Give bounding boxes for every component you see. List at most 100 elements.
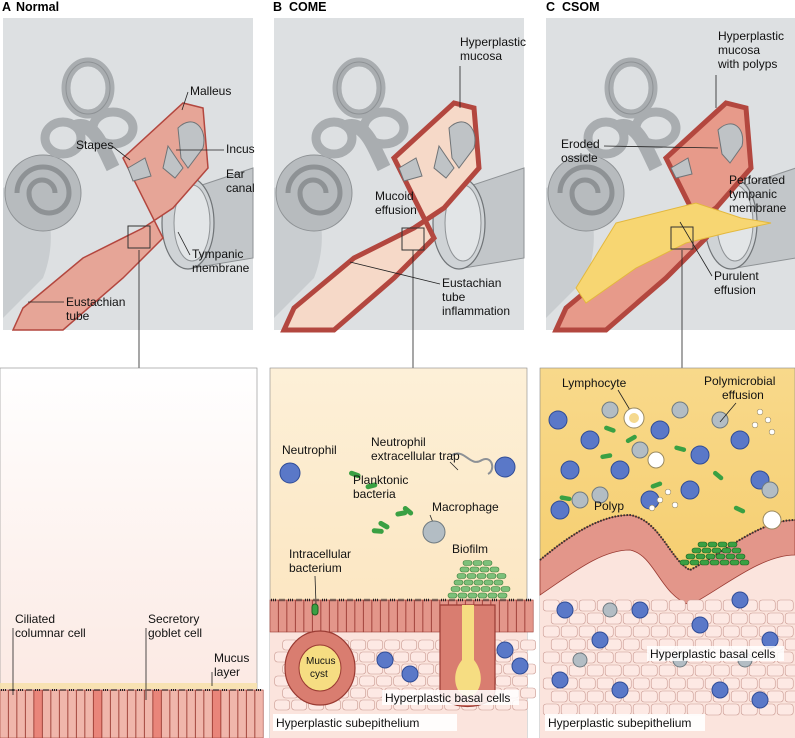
zoom-box — [127, 225, 151, 249]
immune-cell — [611, 681, 629, 699]
goblet-cell — [33, 689, 43, 738]
biofilm-bacterium — [482, 560, 493, 566]
immune-cell — [551, 671, 569, 689]
planktonic-bacterium — [395, 510, 408, 517]
basal-cell — [359, 675, 375, 687]
basal-cell — [722, 703, 740, 716]
columnar-cell — [127, 689, 136, 738]
label-secretory-2: goblet cell — [148, 626, 202, 640]
biofilm-bacterium — [486, 573, 497, 579]
subepithelium-cells — [542, 591, 795, 716]
basal-cell — [650, 703, 668, 716]
biofilm-bacterium — [727, 541, 738, 548]
biofilm-bacterium — [705, 553, 716, 560]
columnar-cell — [388, 599, 398, 633]
macrophage-cell — [572, 652, 588, 668]
label-ciliated-2: columnar cell — [15, 626, 86, 640]
basal-cell — [784, 638, 795, 651]
panel-b-letter: B — [273, 0, 282, 14]
neutrophil-cell — [680, 480, 700, 500]
immune-cell — [401, 665, 419, 683]
microbes-b — [311, 470, 414, 616]
biofilm-bacterium — [500, 586, 511, 592]
columnar-cell — [195, 689, 204, 738]
columnar-cell — [169, 689, 179, 738]
basal-cell — [758, 677, 776, 690]
macrophage-cell — [631, 441, 649, 459]
goblet-cell — [152, 689, 162, 738]
stapes-bone — [670, 157, 693, 179]
basal-cell — [578, 677, 596, 690]
label-purulent-2: effusion — [714, 283, 756, 297]
biofilm-bacterium — [721, 547, 732, 554]
label-perf-2: tympanic — [729, 187, 777, 201]
columnar-cell — [354, 599, 364, 633]
lymphocyte-cell — [647, 451, 665, 469]
basal-cell — [668, 703, 686, 716]
biofilm-bacterium — [493, 579, 504, 586]
macrophage-cell — [602, 602, 618, 618]
crypt-mucus — [455, 605, 481, 697]
rod-bacterium — [604, 425, 616, 433]
label-mucoid-1: Mucoid — [375, 189, 414, 203]
columnar-cell — [278, 599, 287, 633]
basal-cell — [784, 690, 795, 703]
columnar-cell — [397, 599, 406, 633]
rod-bacterium — [733, 505, 746, 514]
label-eroded-1: Eroded — [561, 137, 600, 151]
basal-cell — [520, 639, 536, 651]
biofilm-bacterium — [477, 592, 488, 599]
stapes-bone — [127, 157, 152, 182]
panel-a-ear-diagram — [3, 18, 253, 330]
basal-cell — [359, 651, 375, 663]
biofilm-bacterium — [476, 573, 487, 579]
net-neutrophil — [494, 456, 516, 478]
intracellular-bacterium — [311, 603, 319, 616]
basal-cell — [686, 599, 704, 612]
basal-cell — [686, 703, 704, 716]
macrophage-cell — [711, 411, 729, 429]
basal-cell — [350, 639, 366, 651]
basal-cell — [560, 703, 578, 716]
label-macrophage: Macrophage — [432, 500, 499, 514]
panel-a-ear-labels: Malleus Stapes Incus Ear canal Tympanic … — [28, 84, 255, 323]
label-c-hyper-2: mucosa — [718, 43, 760, 57]
columnar-cell — [50, 689, 60, 738]
label-lymphocyte: Lymphocyte — [562, 376, 627, 390]
columnar-cell — [101, 689, 111, 738]
immune-cell — [751, 691, 769, 709]
neutrophil-cell — [650, 420, 670, 440]
biofilm-bacterium — [469, 566, 480, 573]
immune-cell — [496, 641, 514, 659]
panel-b-header: B COME — [273, 0, 327, 14]
columnar-cell — [329, 599, 338, 633]
basal-cell — [586, 664, 604, 677]
columnar-cell — [16, 689, 26, 738]
basal-cell — [704, 599, 722, 612]
basal-cell — [596, 651, 614, 664]
lymphocyte-nucleus — [629, 413, 639, 423]
panel-a-title: Normal — [16, 0, 59, 14]
columnar-cell — [110, 689, 119, 738]
biofilm-bacterium — [460, 586, 471, 592]
basal-cell — [614, 703, 632, 716]
basal-cell — [676, 690, 694, 703]
basal-cell — [342, 699, 358, 711]
biofilm-bacterium — [715, 553, 726, 560]
basal-cell — [776, 625, 794, 638]
biofilm-stack — [447, 560, 511, 599]
purulent-effusion-fill — [575, 202, 772, 304]
basal-cell — [376, 675, 392, 687]
label-perf-3: membrane — [729, 201, 787, 215]
columnar-cell — [144, 689, 153, 738]
neutrophil-cell — [730, 430, 750, 450]
label-neutrophil: Neutrophil — [282, 443, 337, 457]
columnar-cell — [303, 599, 313, 633]
basal-cell — [568, 612, 586, 625]
basal-cell — [668, 677, 686, 690]
basal-cell — [766, 612, 784, 625]
basal-cell — [350, 687, 366, 699]
biofilm-bacterium — [697, 541, 708, 548]
label-net-1: Neutrophil — [371, 435, 426, 449]
columnar-cell — [237, 689, 247, 738]
